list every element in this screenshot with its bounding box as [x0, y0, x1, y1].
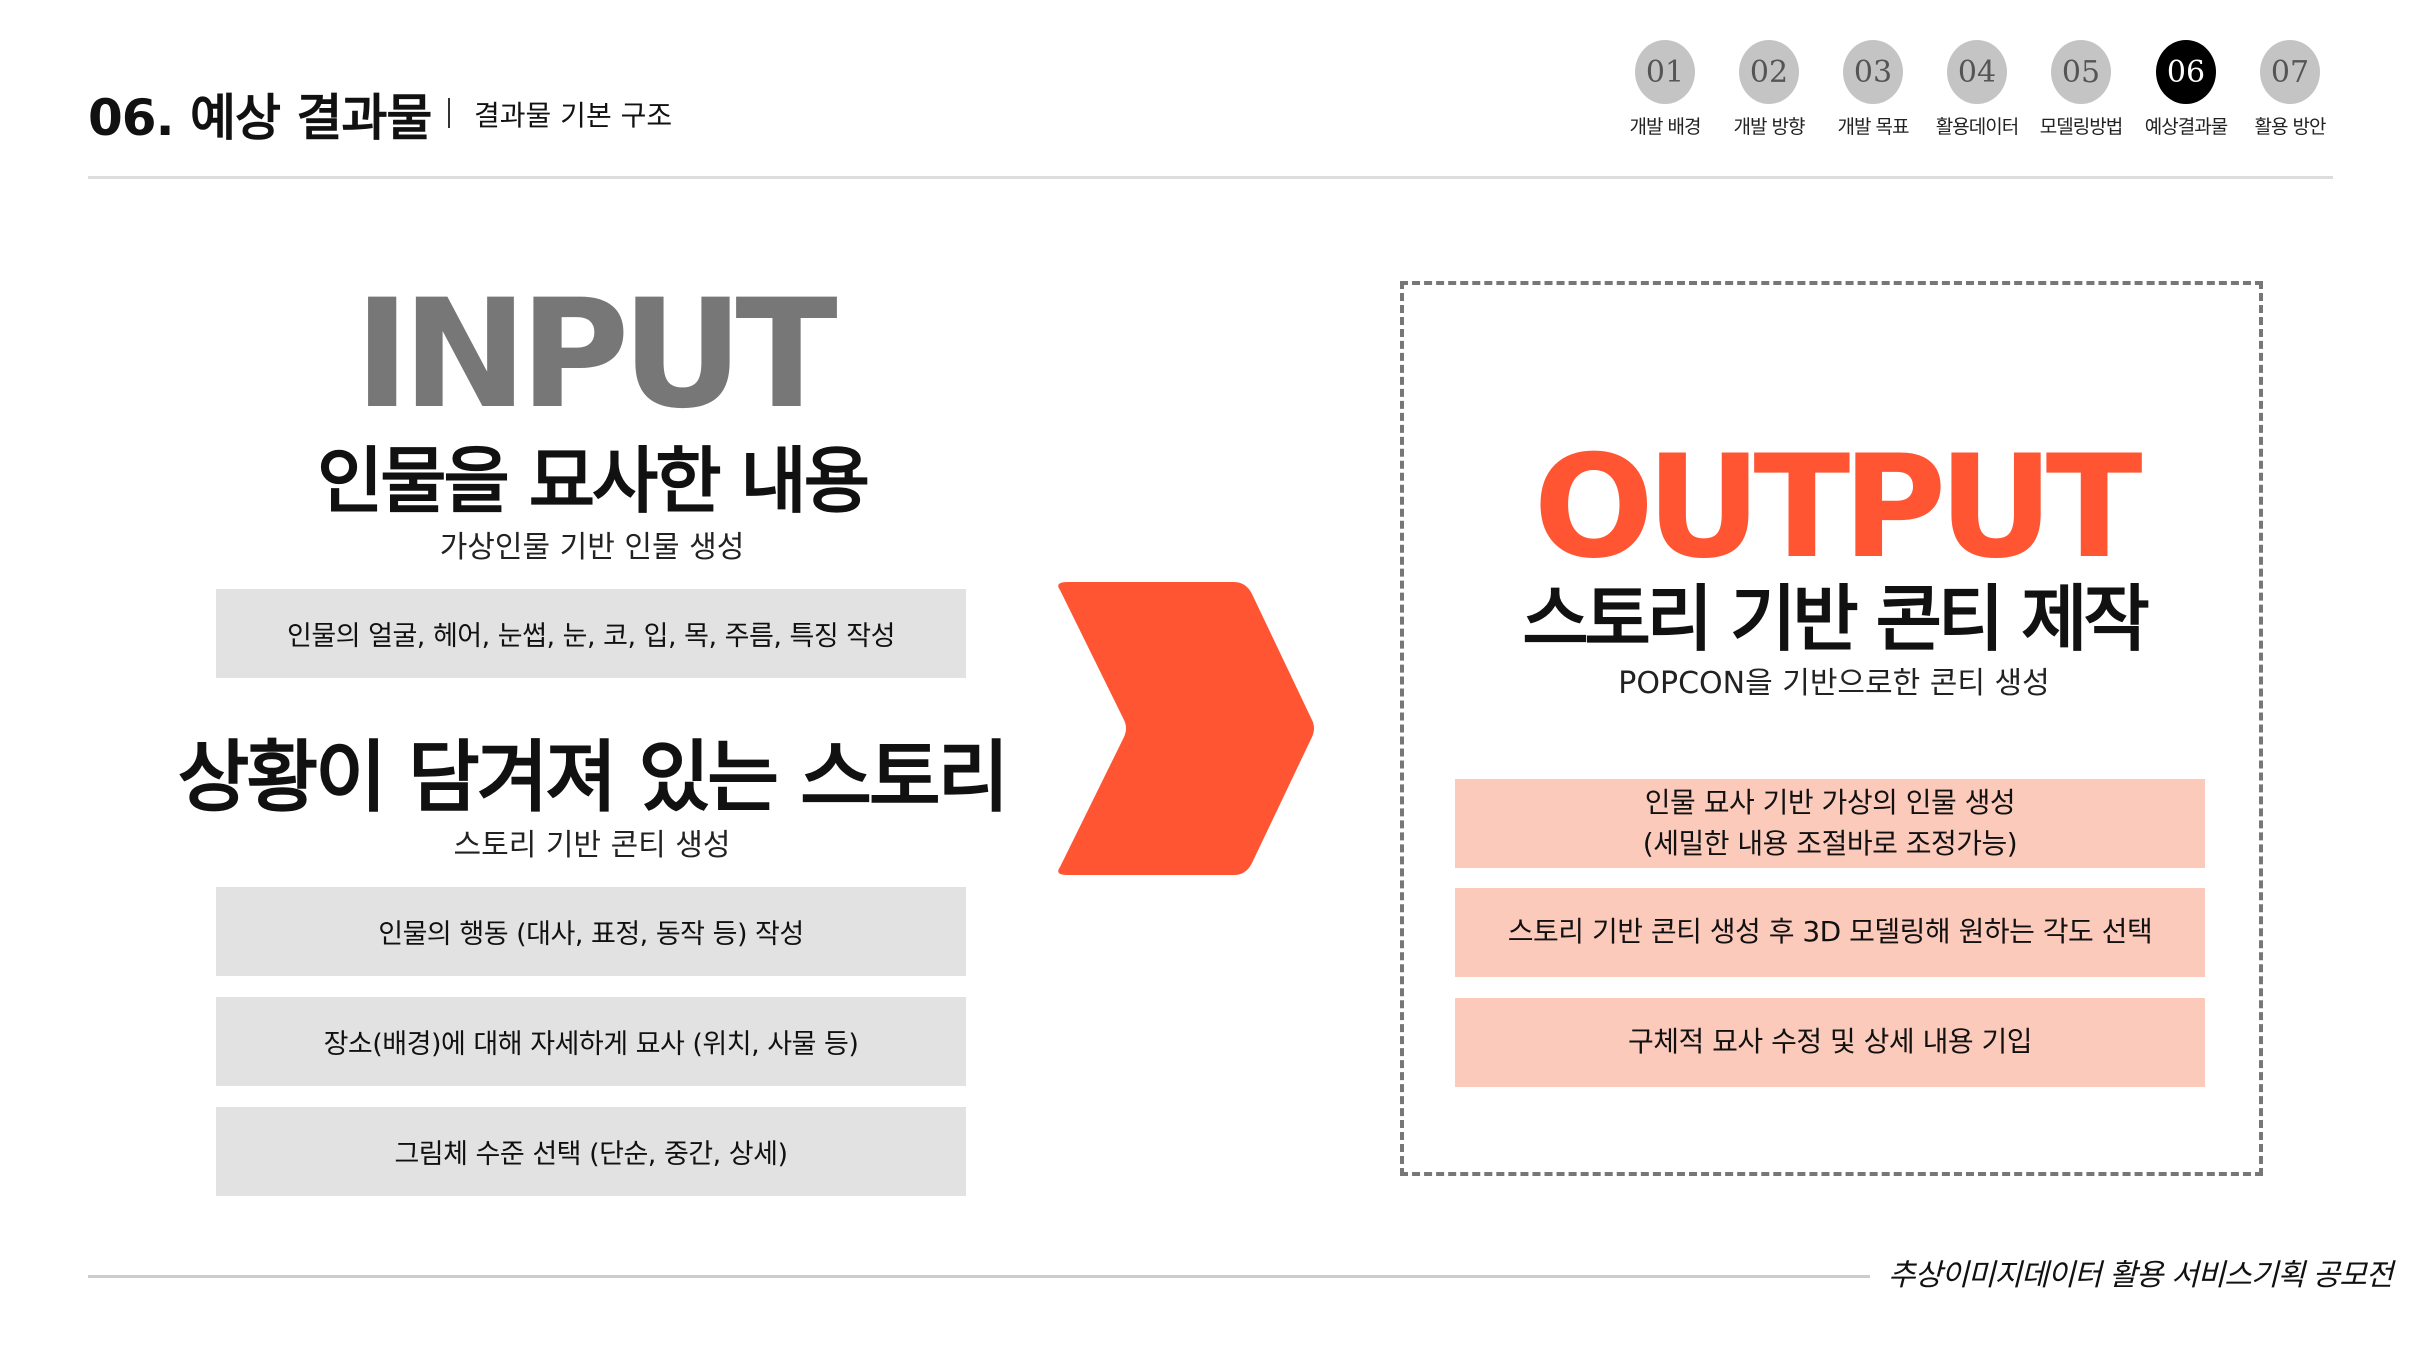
nav-label: 개발 목표 [1837, 116, 1910, 138]
output-section-heading: 스토리 기반 콘티 제작 [1522, 577, 2149, 661]
input-box: 인물의 얼굴, 헤어, 눈썹, 눈, 코, 입, 목, 주름, 특징 작성 [216, 589, 966, 678]
nav-number: 06 [2156, 40, 2216, 104]
page-subtitle: 결과물 기본 구조 [474, 99, 673, 132]
output-box: 인물 묘사 기반 가상의 인물 생성 (세밀한 내용 조절바로 조정가능) [1455, 779, 2205, 868]
nav-label: 모델링방법 [2039, 116, 2123, 138]
chevron-right-arrow-icon [1058, 582, 1314, 875]
output-heading: OUTPUT [1533, 425, 2142, 590]
title-divider [448, 98, 450, 128]
nav-item-05[interactable]: 05 모델링방법 [2026, 40, 2136, 139]
header-divider [88, 176, 2333, 179]
nav-label: 개발 배경 [1629, 116, 1702, 138]
input-section2-sub: 스토리 기반 콘티 생성 [453, 828, 731, 863]
nav-item-07[interactable]: 07 활용 방안 [2235, 40, 2345, 139]
input-box: 인물의 행동 (대사, 표정, 동작 등) 작성 [216, 887, 966, 976]
output-box: 스토리 기반 콘티 생성 후 3D 모델링해 원하는 각도 선택 [1455, 888, 2205, 977]
input-section1-heading: 인물을 묘사한 내용 [316, 439, 870, 523]
nav-number: 03 [1843, 40, 1903, 104]
nav-number: 01 [1635, 40, 1695, 104]
nav-item-01[interactable]: 01 개발 배경 [1610, 40, 1720, 139]
output-section-sub: POPCON을 기반으로한 콘티 생성 [1618, 666, 2050, 701]
nav-number: 07 [2260, 40, 2320, 104]
footer-divider [88, 1275, 1870, 1278]
nav-label: 예상결과물 [2144, 116, 2228, 138]
input-box: 그림체 수준 선택 (단순, 중간, 상세) [216, 1107, 966, 1196]
input-heading: INPUT [354, 268, 837, 442]
nav-label: 활용 방안 [2254, 116, 2327, 138]
nav-number: 05 [2051, 40, 2111, 104]
footer-text: 추상이미지데이터 활용 서비스기획 공모전 [1888, 1258, 2393, 1293]
nav-item-04[interactable]: 04 활용데이터 [1922, 40, 2032, 139]
nav-item-06[interactable]: 06 예상결과물 [2131, 40, 2241, 139]
output-container [1400, 281, 2263, 1176]
nav-item-02[interactable]: 02 개발 방향 [1714, 40, 1824, 139]
nav-label: 개발 방향 [1733, 116, 1806, 138]
nav-item-03[interactable]: 03 개발 목표 [1818, 40, 1928, 139]
output-box: 구체적 묘사 수정 및 상세 내용 기입 [1455, 998, 2205, 1087]
input-box: 장소(배경)에 대해 자세하게 묘사 (위치, 사물 등) [216, 997, 966, 1086]
nav-number: 04 [1947, 40, 2007, 104]
output-box-line: (세밀한 내용 조절바로 조정가능) [1642, 826, 2018, 860]
nav-label: 활용데이터 [1935, 116, 2019, 138]
input-section1-sub: 가상인물 기반 인물 생성 [439, 530, 745, 565]
nav-number: 02 [1739, 40, 1799, 104]
output-box-line: 인물 묘사 기반 가상의 인물 생성 [1644, 785, 2016, 819]
input-section2-heading: 상황이 담겨져 있는 스토리 [177, 733, 1010, 823]
page-title: 06. 예상 결과물 [88, 89, 432, 147]
